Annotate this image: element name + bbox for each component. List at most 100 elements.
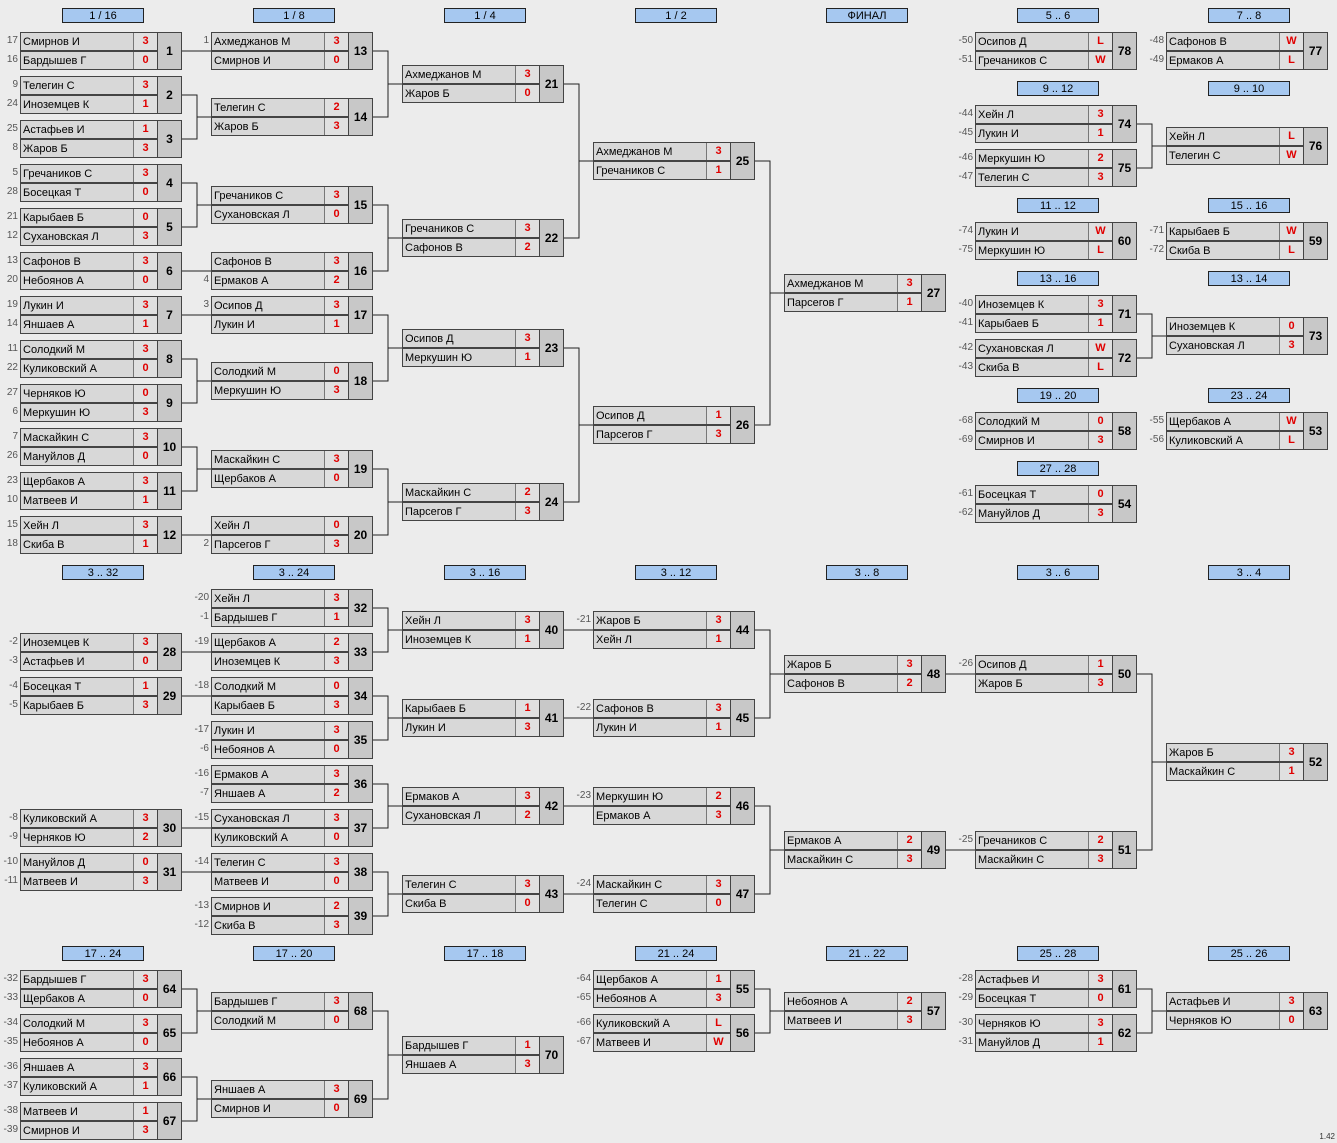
player-row[interactable]: Маскайкин С1 xyxy=(1166,762,1304,781)
player-row[interactable]: Хейн Л3 xyxy=(402,611,540,630)
player-row[interactable]: Матвеев И3 xyxy=(784,1011,922,1030)
player-row[interactable]: Сухановская Л3 xyxy=(20,227,158,246)
player-row[interactable]: Босецкая Т0 xyxy=(20,183,158,202)
player-row[interactable]: Гречаников С3 xyxy=(20,164,158,183)
player-row[interactable]: Маскайкин С3 xyxy=(975,850,1113,869)
player-row[interactable]: Небоянов А0 xyxy=(211,740,349,759)
player-row[interactable]: Бардышев Г3 xyxy=(20,970,158,989)
player-row[interactable]: Карыбаев Б1 xyxy=(975,314,1113,333)
player-row[interactable]: Щербаков А0 xyxy=(211,469,349,488)
player-row[interactable]: Щербаков А0 xyxy=(20,989,158,1008)
player-row[interactable]: Маскайкин С3 xyxy=(593,875,731,894)
player-row[interactable]: Сухановская Л3 xyxy=(211,809,349,828)
player-row[interactable]: Солодкий М3 xyxy=(20,1014,158,1033)
player-row[interactable]: Меркушин Ю1 xyxy=(402,348,540,367)
player-row[interactable]: Жаров Б3 xyxy=(593,611,731,630)
player-row[interactable]: Сафонов В2 xyxy=(402,238,540,257)
player-row[interactable]: Парсегов Г3 xyxy=(593,425,731,444)
player-row[interactable]: Жаров Б3 xyxy=(211,117,349,136)
player-row[interactable]: Бардышев Г0 xyxy=(20,51,158,70)
player-row[interactable]: Черняков Ю3 xyxy=(975,1014,1113,1033)
player-row[interactable]: Меркушин Ю2 xyxy=(975,149,1113,168)
player-row[interactable]: Осипов Д3 xyxy=(402,329,540,348)
player-row[interactable]: Осипов ДL xyxy=(975,32,1113,51)
player-row[interactable]: Хейн Л3 xyxy=(975,105,1113,124)
player-row[interactable]: Ахмеджанов М3 xyxy=(784,274,922,293)
player-row[interactable]: Меркушин Ю2 xyxy=(593,787,731,806)
player-row[interactable]: Матвеев И1 xyxy=(20,491,158,510)
player-row[interactable]: Сафонов В3 xyxy=(20,252,158,271)
player-row[interactable]: Ахмеджанов М3 xyxy=(211,32,349,51)
player-row[interactable]: Яншаев А3 xyxy=(211,1080,349,1099)
player-row[interactable]: Мануйлов Д3 xyxy=(975,504,1113,523)
player-row[interactable]: Босецкая Т0 xyxy=(975,485,1113,504)
player-row[interactable]: Сафонов В3 xyxy=(593,699,731,718)
player-row[interactable]: Лукин ИW xyxy=(975,222,1113,241)
player-row[interactable]: Матвеев И0 xyxy=(211,872,349,891)
player-row[interactable]: Осипов Д1 xyxy=(593,406,731,425)
player-row[interactable]: Лукин И1 xyxy=(211,315,349,334)
player-row[interactable]: Куликовский А0 xyxy=(20,359,158,378)
player-row[interactable]: Телегин С2 xyxy=(211,98,349,117)
player-row[interactable]: Астафьев И3 xyxy=(975,970,1113,989)
player-row[interactable]: Телегин С3 xyxy=(975,168,1113,187)
player-row[interactable]: Щербаков АW xyxy=(1166,412,1304,431)
player-row[interactable]: Маскайкин С3 xyxy=(211,450,349,469)
player-row[interactable]: Небоянов А3 xyxy=(593,989,731,1008)
player-row[interactable]: Хейн Л3 xyxy=(20,516,158,535)
player-row[interactable]: Яншаев А1 xyxy=(20,315,158,334)
player-row[interactable]: Ахмеджанов М3 xyxy=(402,65,540,84)
player-row[interactable]: Хейн ЛL xyxy=(1166,127,1304,146)
player-row[interactable]: Матвеев И1 xyxy=(20,1102,158,1121)
player-row[interactable]: Бардышев Г3 xyxy=(211,992,349,1011)
player-row[interactable]: Матвеев ИW xyxy=(593,1033,731,1052)
player-row[interactable]: Карыбаев Б3 xyxy=(211,696,349,715)
player-row[interactable]: Сухановская ЛW xyxy=(975,339,1113,358)
player-row[interactable]: Яншаев А2 xyxy=(211,784,349,803)
player-row[interactable]: Черняков Ю0 xyxy=(20,384,158,403)
player-row[interactable]: Матвеев И3 xyxy=(20,872,158,891)
player-row[interactable]: Гречаников С1 xyxy=(593,161,731,180)
player-row[interactable]: Щербаков А1 xyxy=(593,970,731,989)
player-row[interactable]: Меркушин ЮL xyxy=(975,241,1113,260)
player-row[interactable]: Ермаков АL xyxy=(1166,51,1304,70)
player-row[interactable]: Лукин И3 xyxy=(211,721,349,740)
player-row[interactable]: Сафонов ВW xyxy=(1166,32,1304,51)
player-row[interactable]: Телегин СW xyxy=(1166,146,1304,165)
player-row[interactable]: Иноземцев К3 xyxy=(20,633,158,652)
player-row[interactable]: Меркушин Ю3 xyxy=(211,381,349,400)
player-row[interactable]: Ахмеджанов М3 xyxy=(593,142,731,161)
player-row[interactable]: Жаров Б3 xyxy=(20,139,158,158)
player-row[interactable]: Осипов Д3 xyxy=(211,296,349,315)
player-row[interactable]: Черняков Ю0 xyxy=(1166,1011,1304,1030)
player-row[interactable]: Лукин И3 xyxy=(20,296,158,315)
player-row[interactable]: Скиба В1 xyxy=(20,535,158,554)
player-row[interactable]: Осипов Д1 xyxy=(975,655,1113,674)
player-row[interactable]: Солодкий М0 xyxy=(211,1011,349,1030)
player-row[interactable]: Жаров Б0 xyxy=(402,84,540,103)
player-row[interactable]: Лукин И3 xyxy=(402,718,540,737)
player-row[interactable]: Ермаков А2 xyxy=(211,271,349,290)
player-row[interactable]: Небоянов А2 xyxy=(784,992,922,1011)
player-row[interactable]: Яншаев А3 xyxy=(20,1058,158,1077)
player-row[interactable]: Босецкая Т0 xyxy=(975,989,1113,1008)
player-row[interactable]: Бардышев Г1 xyxy=(211,608,349,627)
player-row[interactable]: Солодкий М3 xyxy=(20,340,158,359)
player-row[interactable]: Маскайкин С3 xyxy=(20,428,158,447)
player-row[interactable]: Бардышев Г1 xyxy=(402,1036,540,1055)
player-row[interactable]: Астафьев И3 xyxy=(1166,992,1304,1011)
player-row[interactable]: Сафонов В3 xyxy=(211,252,349,271)
player-row[interactable]: Щербаков А3 xyxy=(20,472,158,491)
player-row[interactable]: Карыбаев Б1 xyxy=(402,699,540,718)
player-row[interactable]: Скиба ВL xyxy=(1166,241,1304,260)
player-row[interactable]: Маскайкин С2 xyxy=(402,483,540,502)
player-row[interactable]: Сухановская Л2 xyxy=(402,806,540,825)
player-row[interactable]: Куликовский А0 xyxy=(211,828,349,847)
player-row[interactable]: Лукин И1 xyxy=(593,718,731,737)
player-row[interactable]: Лукин И1 xyxy=(975,124,1113,143)
player-row[interactable]: Небоянов А0 xyxy=(20,271,158,290)
player-row[interactable]: Гречаников С2 xyxy=(975,831,1113,850)
player-row[interactable]: Смирнов И3 xyxy=(975,431,1113,450)
player-row[interactable]: Астафьев И1 xyxy=(20,120,158,139)
player-row[interactable]: Солодкий М0 xyxy=(975,412,1113,431)
